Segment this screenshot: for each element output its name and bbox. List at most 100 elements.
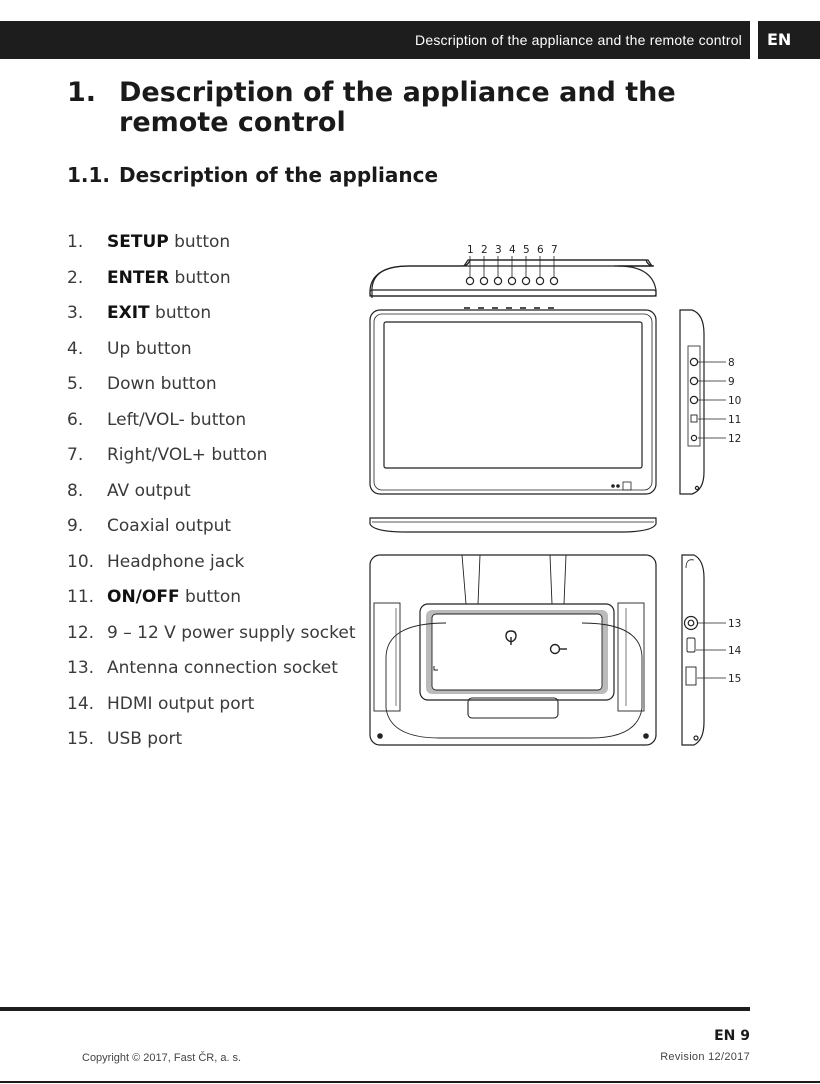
part-label: Left/VOL- button <box>107 408 246 432</box>
callout-2: 2 <box>481 244 488 256</box>
callout-13: 13 <box>728 618 741 630</box>
part-label-text: Up button <box>107 338 192 359</box>
part-label-text: AV output <box>107 480 191 501</box>
bottom-rule <box>0 1081 820 1083</box>
list-item: 8. AV output <box>67 479 367 515</box>
part-number: 15. <box>67 729 95 749</box>
heading-2-text: Description of the appliance <box>119 163 439 187</box>
callout-11: 11 <box>728 414 741 426</box>
top-buttons <box>465 256 559 286</box>
part-label: ENTER button <box>107 266 231 290</box>
footer-rule <box>0 1007 750 1011</box>
part-label: AV output <box>107 479 191 503</box>
part-label-text: button <box>168 232 231 252</box>
part-number: 12. <box>67 622 95 643</box>
list-item: 2. ENTER button <box>67 266 367 302</box>
part-label: HDMI output port <box>107 692 254 716</box>
list-item: 14. HDMI output port <box>67 692 367 728</box>
part-label-text: button <box>169 267 231 288</box>
part-label: EXIT button <box>107 301 211 325</box>
back-side-view <box>681 554 726 746</box>
part-number: 8. <box>67 480 84 501</box>
part-number: 7. <box>67 445 84 465</box>
revision-text: Revision 12/2017 <box>660 1051 750 1063</box>
front-view <box>369 307 657 495</box>
part-label: Coaxial output <box>107 514 231 538</box>
part-label-text: Down button <box>107 374 217 394</box>
part-label-text: Antenna connection socket <box>107 658 338 678</box>
back-view <box>369 554 657 746</box>
part-label: ON/OFF button <box>107 585 241 609</box>
part-number: 5. <box>67 374 84 394</box>
part-label-text: Left/VOL- button <box>107 409 247 430</box>
list-item: 9. Coaxial output <box>67 514 367 550</box>
list-item: 4. Up button <box>67 337 367 373</box>
list-item: 10. Headphone jack <box>67 550 367 586</box>
copyright-text: Copyright © 2017, Fast ČR, a. s. <box>82 1052 242 1064</box>
page-number: EN 9 <box>714 1028 750 1044</box>
part-label-text: USB port <box>107 729 183 749</box>
list-item: 7. Right/VOL+ button <box>67 443 367 479</box>
part-label-text: 9 – 12 V power supply socket <box>107 622 356 643</box>
top-view <box>369 256 657 298</box>
callout-9: 9 <box>728 376 735 388</box>
part-number: 1. <box>67 232 84 252</box>
header-section-title: Description of the appliance and the rem… <box>415 32 742 48</box>
part-number: 6. <box>67 409 84 430</box>
part-label: Down button <box>107 372 217 396</box>
part-label-bold: EXIT <box>107 303 150 323</box>
part-label-text: button <box>179 587 242 607</box>
part-label-bold: SETUP <box>107 232 169 252</box>
callout-3: 3 <box>495 244 502 256</box>
side-view <box>679 309 726 495</box>
callout-5: 5 <box>523 244 530 256</box>
part-label: USB port <box>107 727 182 751</box>
list-item: 13.Antenna connection socket <box>67 656 367 692</box>
part-label: Up button <box>107 337 192 361</box>
list-item: 1. SETUP button <box>67 230 367 266</box>
callout-8: 8 <box>728 357 735 369</box>
part-label-text: Right/VOL+ button <box>107 445 268 465</box>
callout-14: 14 <box>728 645 742 657</box>
part-label: Antenna connection socket <box>107 656 338 680</box>
part-number: 10. <box>67 551 95 572</box>
callout-1: 1 <box>467 244 474 256</box>
part-label: Right/VOL+ button <box>107 443 267 467</box>
appliance-diagram: 1 2 3 4 5 6 7 8 9 10 11 12 13 14 15 <box>369 244 742 746</box>
part-label: 9 – 12 V power supply socket <box>107 621 356 645</box>
part-number: 2. <box>67 267 84 288</box>
language-label: EN <box>767 30 792 49</box>
callout-7: 7 <box>551 244 558 256</box>
heading-1-text: Description of the appliance and the rem… <box>119 77 676 138</box>
part-number: 4. <box>67 338 84 359</box>
list-item: 15. USB port <box>67 727 367 763</box>
header-bar: Description of the appliance and the rem… <box>0 21 750 59</box>
parts-list: 1. SETUP button 2. ENTER button 3. EXIT but… <box>67 230 367 763</box>
part-label: Headphone jack <box>107 550 244 574</box>
part-label-text: Coaxial output <box>107 516 232 536</box>
part-label-bold: ON/OFF <box>107 587 180 607</box>
heading-1-number: 1. <box>67 77 97 108</box>
part-label-bold: ENTER <box>107 267 170 288</box>
list-item: 12. 9 – 12 V power supply socket <box>67 621 367 657</box>
list-item: 11. ON/OFF button <box>67 585 367 621</box>
part-label: SETUP button <box>107 230 230 254</box>
part-number: 3. <box>67 303 84 323</box>
bottom-view <box>369 517 657 533</box>
part-label-text: Headphone jack <box>107 551 245 572</box>
part-label-text: HDMI output port <box>107 693 255 714</box>
part-number: 14. <box>67 693 95 714</box>
callout-6: 6 <box>537 244 544 256</box>
callout-10: 10 <box>728 395 741 407</box>
part-number: 9. <box>67 516 84 536</box>
list-item: 5. Down button <box>67 372 367 408</box>
part-number: 11. <box>67 587 95 607</box>
list-item: 3. EXIT button <box>67 301 367 337</box>
language-badge: EN <box>758 21 820 59</box>
list-item: 6. Left/VOL- button <box>67 408 367 444</box>
heading-2-number: 1.1. <box>67 163 111 187</box>
callout-12: 12 <box>728 433 741 445</box>
callout-4: 4 <box>509 244 516 256</box>
callout-15: 15 <box>728 673 741 685</box>
part-label-text: button <box>149 303 212 323</box>
